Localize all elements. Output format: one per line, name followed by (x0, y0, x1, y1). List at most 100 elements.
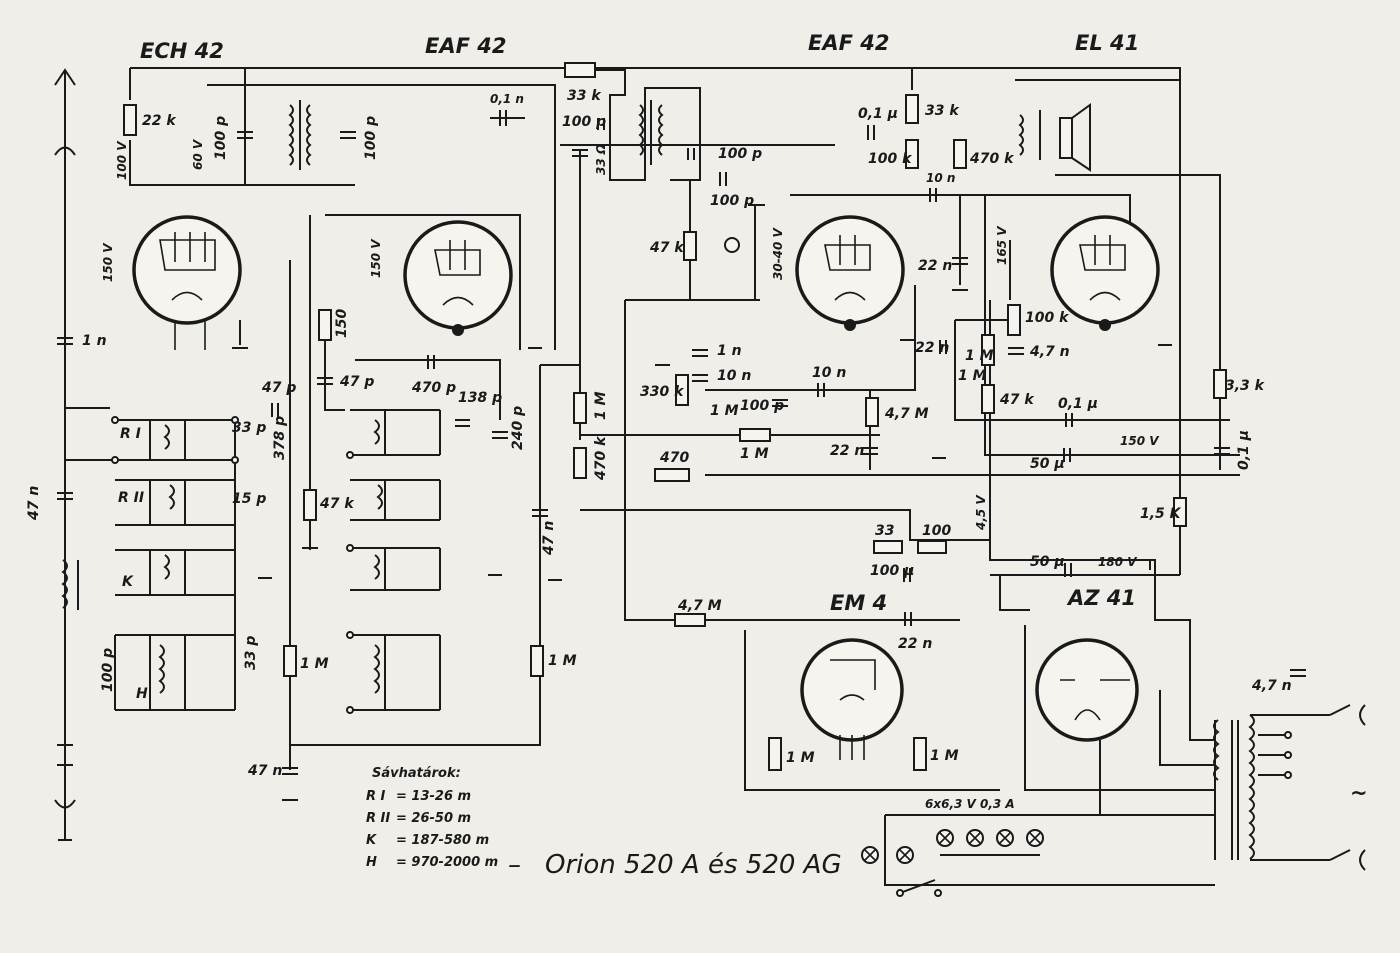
coil-block-middle (346, 409, 441, 714)
loudspeaker-icon (1059, 103, 1091, 172)
svg-text:47 n: 47 n (26, 486, 42, 521)
eaf42-a-label: EAF 42 (425, 34, 506, 58)
svg-text:= 187-580 m: = 187-580 m (396, 833, 489, 848)
svg-text:10 n: 10 n (926, 171, 955, 185)
svg-text:100 V: 100 V (115, 140, 129, 180)
svg-text:60 V: 60 V (191, 138, 205, 170)
svg-text:R II: R II (118, 490, 144, 506)
svg-text:0,1 µ: 0,1 µ (1236, 430, 1252, 470)
svg-text:1 n: 1 n (82, 333, 107, 349)
svg-text:378 p: 378 p (272, 416, 288, 460)
power-switch-icon (896, 879, 942, 897)
svg-text:R I: R I (366, 789, 386, 804)
svg-text:150: 150 (334, 309, 350, 338)
svg-text:50 µ: 50 µ (1030, 456, 1065, 472)
svg-text:150 V: 150 V (369, 238, 383, 278)
svg-text:47 k: 47 k (319, 496, 355, 512)
svg-text:33 k: 33 k (567, 88, 602, 104)
output-transformer (1018, 110, 1041, 160)
tube-eaf42-a (403, 220, 513, 336)
svg-text:K: K (366, 833, 377, 848)
svg-text:33: 33 (875, 523, 894, 539)
svg-text:4,7 n: 4,7 n (1029, 344, 1070, 360)
svg-text:22 n: 22 n (898, 636, 932, 652)
svg-text:1 M: 1 M (300, 656, 329, 672)
svg-text:165 V: 165 V (995, 225, 1009, 265)
svg-text:470 k: 470 k (593, 435, 609, 481)
resistors (123, 62, 1227, 771)
svg-text:1 M: 1 M (930, 748, 959, 764)
svg-text:30-40 V: 30-40 V (771, 226, 785, 280)
svg-text:1 M: 1 M (548, 653, 577, 669)
svg-text:1 M: 1 M (965, 348, 994, 364)
svg-text:4,7 M: 4,7 M (884, 406, 929, 422)
svg-text:4,7 n: 4,7 n (1251, 678, 1292, 694)
svg-text:0,1 µ: 0,1 µ (858, 106, 898, 122)
svg-text:100: 100 (922, 523, 951, 539)
svg-text:100 µ: 100 µ (870, 563, 914, 579)
component-labels: 22 k 100 p 100 p 0,1 n 33 k 100 p 33 Ω 1… (26, 88, 1292, 779)
band-labels: R I R II K H (118, 426, 148, 702)
svg-text:100 p: 100 p (718, 146, 762, 162)
svg-text:H: H (136, 686, 148, 702)
tuning-indicator-icon (724, 204, 765, 300)
pilot-lamps (861, 829, 1044, 864)
svg-text:R I: R I (120, 426, 141, 442)
legend-heading: Sávhatárok: (372, 766, 461, 781)
antenna-coil (61, 559, 79, 610)
svg-text:1,5 K: 1,5 K (1140, 506, 1182, 522)
svg-text:1 n: 1 n (717, 343, 742, 359)
schematic-title-dash: – (508, 850, 521, 880)
svg-text:47 n: 47 n (541, 521, 557, 556)
earth-socket-icon (54, 799, 76, 809)
svg-text:100 p: 100 p (213, 116, 229, 160)
az41-label: AZ 41 (1066, 586, 1136, 610)
svg-text:1 M: 1 M (710, 403, 739, 419)
svg-text:33 p: 33 p (243, 636, 259, 670)
svg-text:6x6,3 V 0,3 A: 6x6,3 V 0,3 A (925, 797, 1015, 811)
svg-text:1 M: 1 M (786, 750, 815, 766)
svg-text:= 13-26 m: = 13-26 m (396, 789, 471, 804)
svg-text:33 Ω: 33 Ω (594, 144, 608, 175)
tube-az41 (1035, 638, 1139, 742)
svg-text:100 p: 100 p (740, 398, 784, 414)
capacitors (57, 110, 1306, 775)
svg-text:240 p: 240 p (510, 406, 526, 450)
svg-text:= 970-2000 m: = 970-2000 m (396, 855, 498, 870)
svg-text:100 p: 100 p (100, 648, 116, 692)
svg-text:100 k: 100 k (1025, 310, 1070, 326)
svg-text:10 n: 10 n (812, 365, 846, 381)
svg-text:= 26-50 m: = 26-50 m (396, 811, 471, 826)
mains-transformer (1213, 714, 1330, 861)
svg-text:H: H (366, 855, 377, 870)
tube-em4 (800, 638, 904, 760)
svg-text:470 p: 470 p (411, 380, 456, 396)
svg-text:1 M: 1 M (593, 391, 609, 420)
coil-block-left (111, 416, 239, 711)
svg-text:22 n: 22 n (918, 258, 952, 274)
voltage-labels: 100 V 60 V 150 V 150 V 30-40 V 165 V 150… (101, 138, 1160, 811)
svg-text:330 k: 330 k (640, 384, 685, 400)
svg-text:K: K (122, 574, 134, 590)
if-transformer-2 (638, 100, 664, 165)
svg-text:100 k: 100 k (868, 151, 913, 167)
el41-label: EL 41 (1075, 31, 1139, 55)
svg-text:22 k: 22 k (142, 113, 177, 129)
svg-text:4,7 M: 4,7 M (677, 598, 722, 614)
svg-text:4,5 V: 4,5 V (974, 494, 988, 531)
ground-symbols (58, 289, 1172, 841)
svg-text:47 n: 47 n (247, 763, 282, 779)
tube-ech42 (132, 215, 242, 350)
svg-text:0,1 µ: 0,1 µ (1058, 396, 1098, 412)
tube-el41 (1050, 215, 1160, 331)
svg-text:47 k: 47 k (999, 392, 1035, 408)
svg-text:22 n: 22 n (915, 340, 949, 356)
svg-text:180 V: 180 V (1098, 555, 1138, 569)
svg-text:50 µ: 50 µ (1030, 554, 1065, 570)
svg-text:100 p: 100 p (363, 116, 379, 160)
svg-text:138 p: 138 p (458, 390, 502, 406)
svg-text:100 p: 100 p (710, 193, 754, 209)
if-transformer-1 (288, 100, 312, 170)
antenna-icon (54, 68, 76, 156)
svg-text:47 k: 47 k (649, 240, 685, 256)
